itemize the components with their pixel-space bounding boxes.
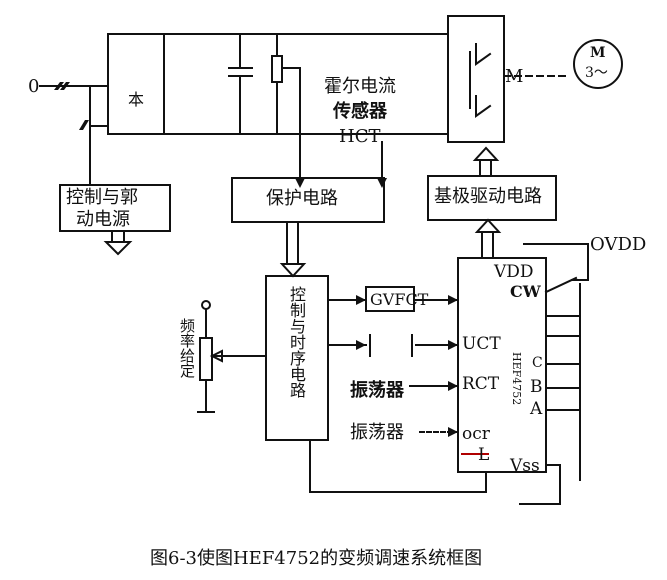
- pot-wiper-arrow: [209, 349, 223, 363]
- uct-chip-arrow: [448, 340, 458, 350]
- uct-arrow: [356, 340, 366, 350]
- prot-out-arrow: [279, 263, 307, 278]
- cw-switch: [544, 276, 578, 294]
- motor-label: M: [505, 66, 524, 87]
- oscillator-label-1: 振荡器: [350, 380, 404, 401]
- protection-box: [231, 177, 385, 223]
- control-power-label-1: 控制与郭: [66, 187, 138, 208]
- rct-arrow: [448, 381, 458, 391]
- gvfct-chip-arrow: [448, 295, 458, 305]
- input-tick-2: [60, 82, 70, 90]
- resistor-wiper: [281, 67, 301, 179]
- control-power-label-2: 动电源: [76, 209, 130, 230]
- resistor-body: [271, 55, 283, 83]
- ovdd-label: OVDD: [590, 234, 647, 255]
- chip-label: HEF4752: [510, 352, 523, 406]
- pin-c-label: C: [532, 355, 543, 371]
- hall-arrow: [295, 178, 305, 188]
- hall-sensor-label-1: 霍尔电流: [324, 76, 396, 97]
- ovdd-line: [523, 243, 589, 281]
- rectifier-label: 本: [128, 90, 145, 109]
- control-timing-box: [265, 275, 329, 441]
- pin-a-label: A: [530, 399, 543, 419]
- vss-label: Vss: [510, 456, 540, 476]
- pot-terminal: [201, 300, 211, 310]
- vdd-label: VDD: [494, 262, 534, 282]
- oscillator-label-2: 振荡器: [350, 422, 404, 443]
- igbt-lower: [475, 95, 492, 118]
- motor-icon: [573, 39, 623, 89]
- ocr-arrow: [448, 427, 458, 437]
- return-line: [309, 439, 487, 493]
- ocr-label: ocr: [462, 424, 490, 444]
- cw-label: CW: [510, 282, 541, 301]
- gvfct-label: GVFCT: [370, 290, 429, 309]
- chip-up-arrow: [474, 218, 502, 233]
- pot-body: [199, 337, 213, 381]
- rectifier-box: [107, 33, 165, 135]
- base-drive-label: 基极驱动电路: [434, 186, 542, 207]
- protection-label: 保护电路: [266, 188, 338, 209]
- igbt-upper: [475, 43, 492, 66]
- uct-label: UCT: [462, 334, 501, 354]
- input-zero-label: 0: [28, 76, 40, 97]
- vss-line: [519, 464, 561, 505]
- control-timing-label: 控制与时序电路: [287, 286, 306, 398]
- inverter-box: [447, 15, 505, 143]
- rct-label: RCT: [462, 374, 500, 394]
- hct-arrow: [377, 178, 387, 188]
- hall-sensor-label-2: 传感器: [333, 101, 387, 122]
- motor-symbol-top: M: [590, 45, 606, 61]
- figure-caption: 图6-3使图HEF4752的变频调速系统框图: [150, 548, 483, 569]
- power-out-arrow: [103, 241, 133, 256]
- l-label: L: [478, 445, 490, 465]
- control-power-box: [59, 184, 171, 232]
- input-tick-1: [54, 82, 64, 90]
- input-tick-3: [79, 120, 89, 130]
- freq-setting-label: 频率给定: [178, 318, 196, 378]
- drive-up-arrow: [472, 146, 500, 161]
- motor-symbol-bottom: 3～: [585, 65, 608, 81]
- gvfct-arrow: [356, 295, 366, 305]
- hall-sensor-label-3: HCT: [339, 126, 381, 147]
- pin-b-label: B: [530, 377, 543, 397]
